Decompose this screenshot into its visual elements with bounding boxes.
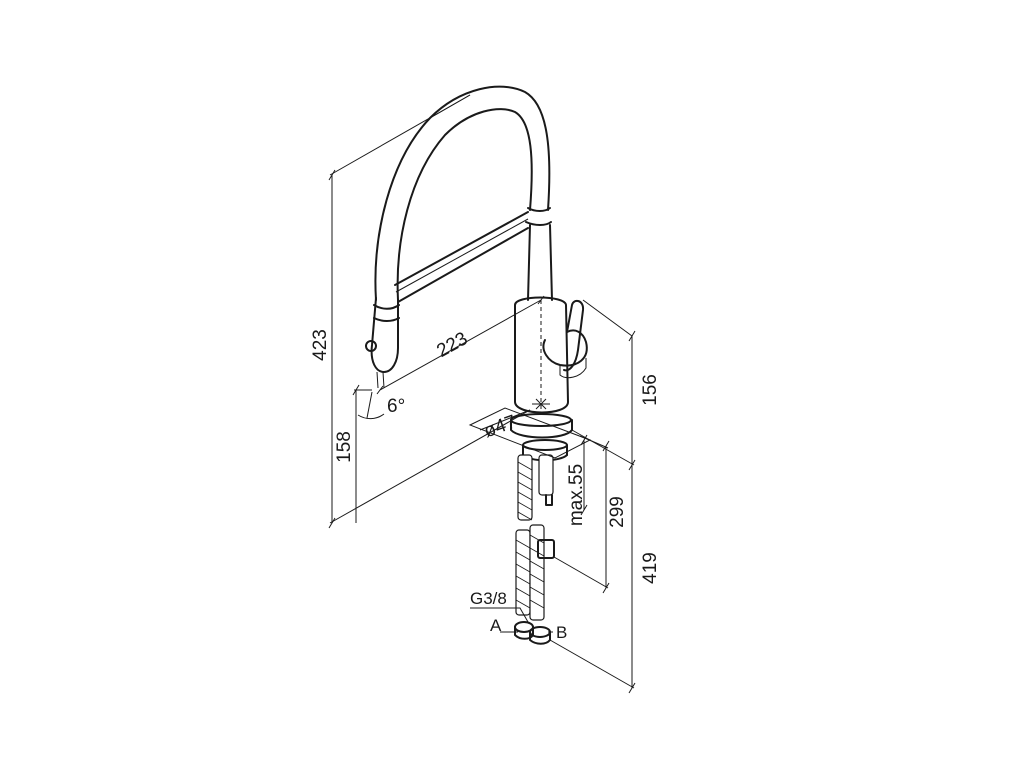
dimension-223 [376, 295, 545, 395]
dimension-419 [549, 639, 636, 694]
holder-bar [394, 211, 529, 303]
spout-riser [527, 224, 553, 301]
spray-button-icon [365, 340, 377, 352]
label-max55: max.55 [566, 464, 587, 526]
dimension-158 [329, 384, 531, 524]
lever-handle [542, 299, 588, 379]
spray-head [365, 297, 400, 389]
supply-hoses [515, 454, 555, 621]
leader-lines [470, 607, 553, 633]
dimension-max55 [580, 434, 588, 516]
spout-ring [525, 207, 552, 226]
faucet-body [514, 296, 569, 414]
spout-arc [374, 85, 551, 301]
angle-6 [357, 391, 385, 420]
label-angle: 6° [387, 396, 405, 417]
dimension-156 [571, 299, 636, 688]
label-419: 419 [640, 552, 661, 584]
dimension-299 [553, 435, 610, 594]
label-connection-a: A [490, 616, 502, 635]
label-156: 156 [640, 374, 661, 406]
label-158: 158 [334, 431, 355, 463]
mounting-base [510, 413, 573, 462]
label-connection-b: B [556, 623, 567, 642]
label-299: 299 [607, 496, 628, 528]
dimension-423 [328, 94, 471, 529]
hose-connectors [514, 621, 551, 645]
label-423: 423 [310, 329, 331, 361]
label-thread: G3/8 [470, 589, 507, 608]
dimension-phi47 [479, 409, 531, 431]
label-diameter: ø47 [481, 411, 519, 442]
